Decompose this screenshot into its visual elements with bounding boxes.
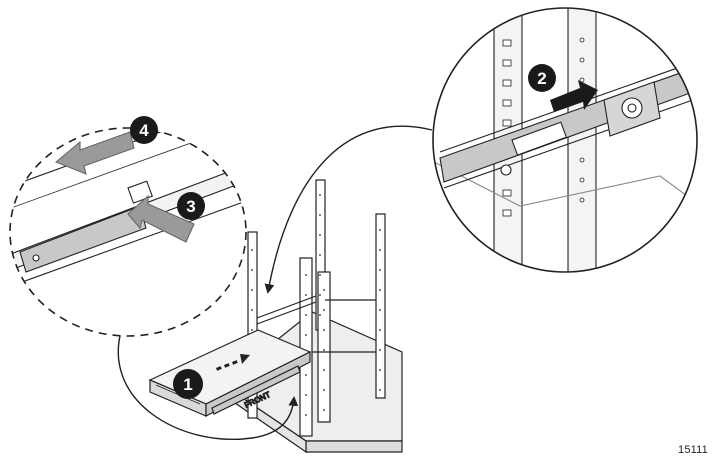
rack-post-back-right <box>375 213 386 399</box>
push-arrow-step-2 <box>550 80 598 112</box>
detail-right-view <box>432 7 698 273</box>
callout-step-1: 1 <box>173 369 203 399</box>
svg-text:2: 2 <box>537 69 546 88</box>
rack-post-back-left <box>247 231 258 419</box>
leader-arrow-to-rear <box>264 125 433 294</box>
callout-step-3: 3 <box>177 192 205 220</box>
detail-left-view <box>9 127 247 337</box>
press-arrow-step-3 <box>127 194 195 243</box>
callout-step-2: 2 <box>528 64 556 92</box>
rack-post-front-right <box>317 271 331 423</box>
callout-step-4: 4 <box>130 116 158 144</box>
push-arrow-step-4 <box>54 131 135 175</box>
figure-number: 15111 <box>678 444 708 456</box>
svg-text:3: 3 <box>186 197 195 216</box>
rack <box>220 179 403 454</box>
leader-arrow-to-front <box>117 327 299 440</box>
rack-post-front-left <box>299 257 313 437</box>
svg-text:4: 4 <box>139 121 149 140</box>
svg-text:1: 1 <box>183 375 192 394</box>
front-rail <box>211 365 301 415</box>
